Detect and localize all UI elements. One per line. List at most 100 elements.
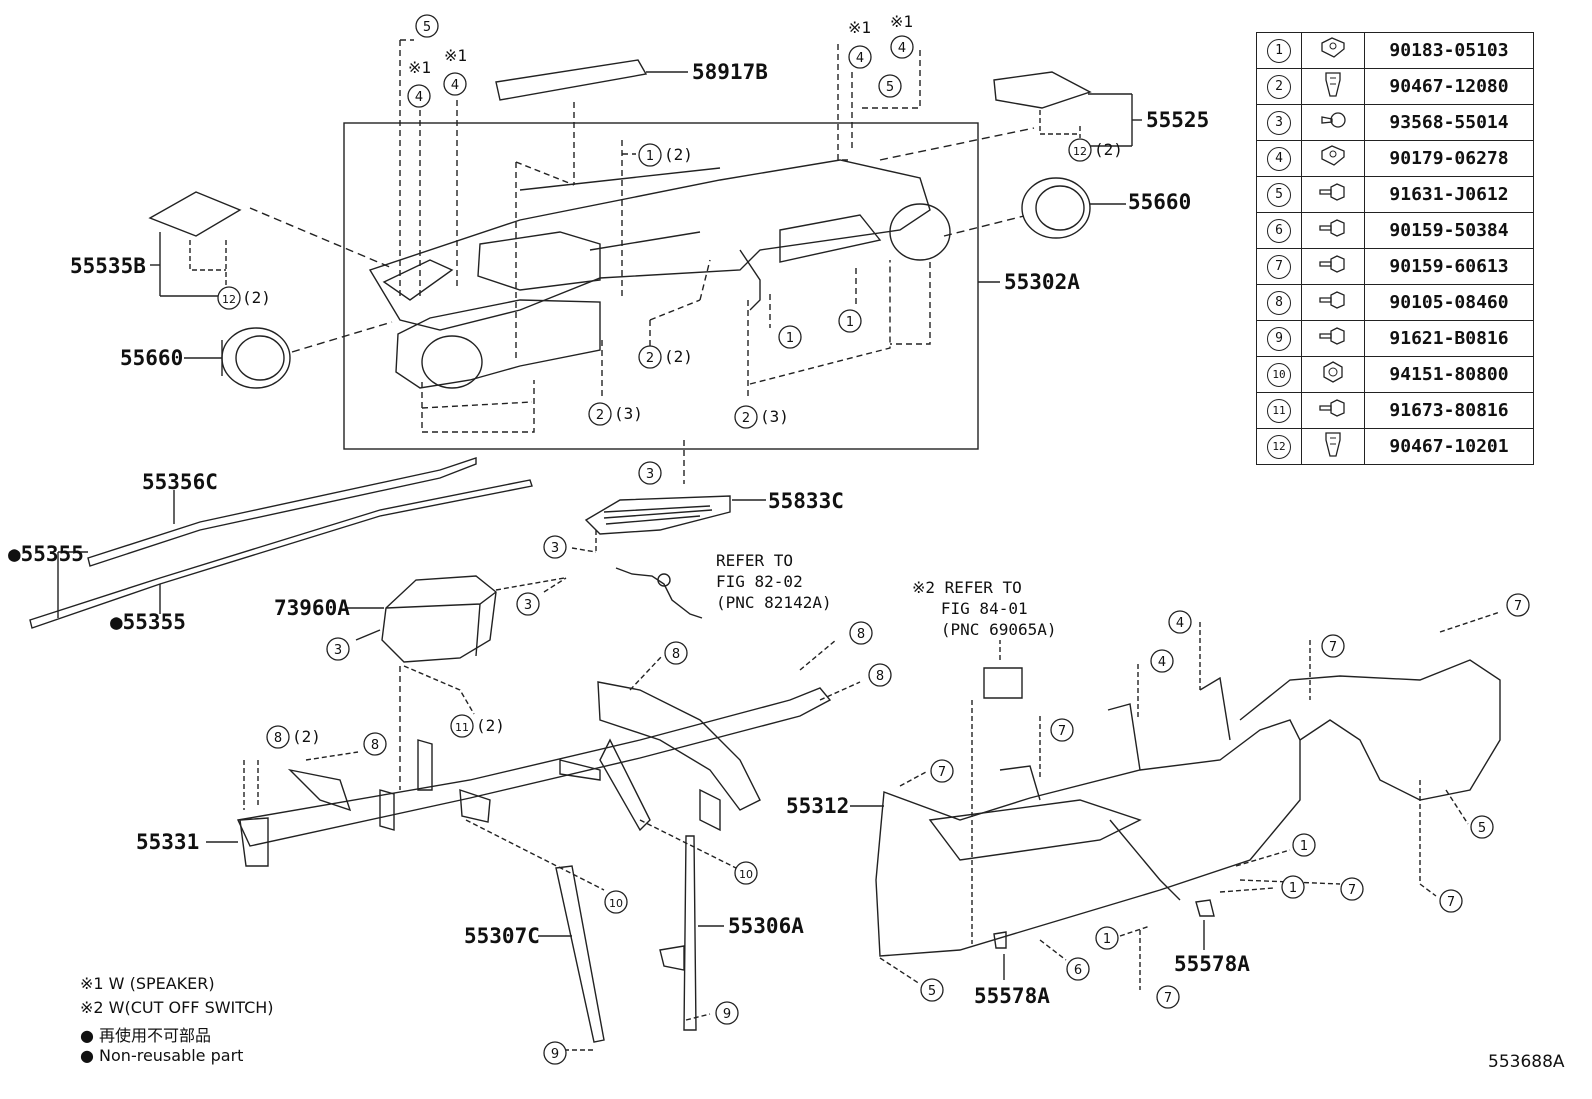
callout-4: [443, 72, 467, 96]
fastener-part-number: 91621-B0816: [1364, 320, 1534, 357]
callout-3: [638, 461, 662, 485]
svg-text:4: 4: [898, 41, 906, 56]
part-label-55306A: 55306A: [728, 914, 804, 938]
svg-text:1: 1: [1300, 839, 1308, 854]
svg-text:12: 12: [222, 293, 236, 306]
callout-10: [734, 861, 758, 885]
fastener-row: 1 90183-05103: [1256, 32, 1534, 69]
qty-note: (3): [614, 404, 643, 423]
callout-4: [407, 84, 431, 108]
svg-text:1: 1: [646, 149, 654, 164]
fastener-part-number: 91673-80816: [1364, 392, 1534, 429]
svg-text:2: 2: [646, 351, 654, 366]
callout-7: [1321, 634, 1345, 658]
part-label-55578A: 55578A: [974, 984, 1050, 1008]
part-label-55660: 55660: [1128, 190, 1192, 214]
callout-3: [543, 535, 567, 559]
fastener-row: 10 94151-80800: [1256, 356, 1534, 393]
callout-9: [543, 1041, 567, 1065]
cut-off-switch: [983, 667, 1023, 699]
bolt-icon: [1301, 212, 1365, 249]
callout-5: [920, 978, 944, 1002]
svg-text:7: 7: [1514, 599, 1522, 614]
part-label-55833C: 55833C: [768, 489, 844, 513]
callout-3: [516, 592, 540, 616]
svg-text:4: 4: [1158, 655, 1166, 670]
fastener-number: 1: [1267, 39, 1291, 63]
fastener-part-number: 94151-80800: [1364, 356, 1534, 393]
callout-5: [1470, 815, 1494, 839]
callout-1: [1095, 926, 1119, 950]
svg-text:5: 5: [928, 984, 936, 999]
fastener-part-number: 93568-55014: [1364, 104, 1534, 141]
callout-4: [1150, 649, 1174, 673]
qty-note: (2): [664, 145, 693, 164]
callout-9: [715, 1001, 739, 1025]
callout-2: [734, 405, 758, 429]
lower-panel-55312: [875, 659, 1501, 957]
svg-text:8: 8: [672, 647, 680, 662]
airbag-73960A: [381, 575, 497, 663]
fastener-number: 6: [1267, 219, 1291, 243]
svg-text:1: 1: [1103, 932, 1111, 947]
cover-55525: [993, 71, 1092, 109]
refer-fig-84-01: ※2 REFER TO FIG 84-01 (PNC 69065A): [912, 578, 1057, 639]
part-label-58917B: 58917B: [692, 60, 768, 84]
svg-text:2: 2: [742, 411, 750, 426]
part-label-55355: ●55355: [8, 542, 84, 566]
part-label-55312: 55312: [786, 794, 850, 818]
svg-text:5: 5: [1478, 821, 1486, 836]
qty-note: (2): [664, 347, 693, 366]
fastener-part-number: 91631-J0612: [1364, 176, 1534, 213]
callout-5: [878, 74, 902, 98]
instrument-panel-frame: [343, 122, 979, 450]
svg-text:7: 7: [1447, 895, 1455, 910]
svg-text:4: 4: [415, 90, 423, 105]
callout-1: [1281, 875, 1305, 899]
callout-3: [326, 637, 350, 661]
fastener-number: 8: [1267, 291, 1291, 315]
svg-text:3: 3: [551, 541, 559, 556]
svg-text:11: 11: [455, 721, 469, 734]
callout-4: [1168, 610, 1192, 634]
callout-7: [1506, 593, 1530, 617]
svg-text:9: 9: [551, 1047, 559, 1062]
fastener-number: 5: [1267, 183, 1291, 207]
svg-text:3: 3: [646, 467, 654, 482]
callout-7: [1439, 889, 1463, 913]
callout-5: [415, 14, 439, 38]
fastener-part-number: 90179-06278: [1364, 140, 1534, 177]
figure-id: 553688A: [1488, 1052, 1565, 1072]
legend-cut-off-switch: ※2 W(CUT OFF SWITCH): [80, 998, 274, 1017]
speaker-mark: ※1: [848, 18, 872, 37]
fastener-number: 10: [1267, 363, 1291, 387]
brace-55307C: [555, 865, 605, 1043]
part-label-55302A: 55302A: [1004, 270, 1080, 294]
svg-text:5: 5: [423, 20, 431, 35]
clip-icon: [1301, 428, 1365, 465]
svg-text:8: 8: [274, 731, 282, 746]
qty-note: (2): [292, 727, 321, 746]
fastener-part-number: 90183-05103: [1364, 32, 1534, 69]
speaker-mark: ※1: [408, 58, 432, 77]
svg-text:4: 4: [451, 78, 459, 93]
fastener-part-number: 90159-50384: [1364, 212, 1534, 249]
refer-fig-82-02: REFER TO FIG 82-02 (PNC 82142A): [716, 551, 832, 612]
callout-8: [868, 663, 892, 687]
qty-note: (2): [1094, 140, 1123, 159]
wire-harness: [615, 567, 703, 619]
vent-55660-right: [1021, 177, 1126, 239]
cover-55535B: [148, 191, 242, 237]
svg-text:7: 7: [1348, 883, 1356, 898]
fastener-number: 3: [1267, 111, 1291, 135]
bolt-icon: [1301, 176, 1365, 213]
fastener-part-number: 90159-60613: [1364, 248, 1534, 285]
svg-text:4: 4: [856, 51, 864, 66]
vent-55660-left: [184, 327, 291, 389]
callout-10: [604, 890, 628, 914]
